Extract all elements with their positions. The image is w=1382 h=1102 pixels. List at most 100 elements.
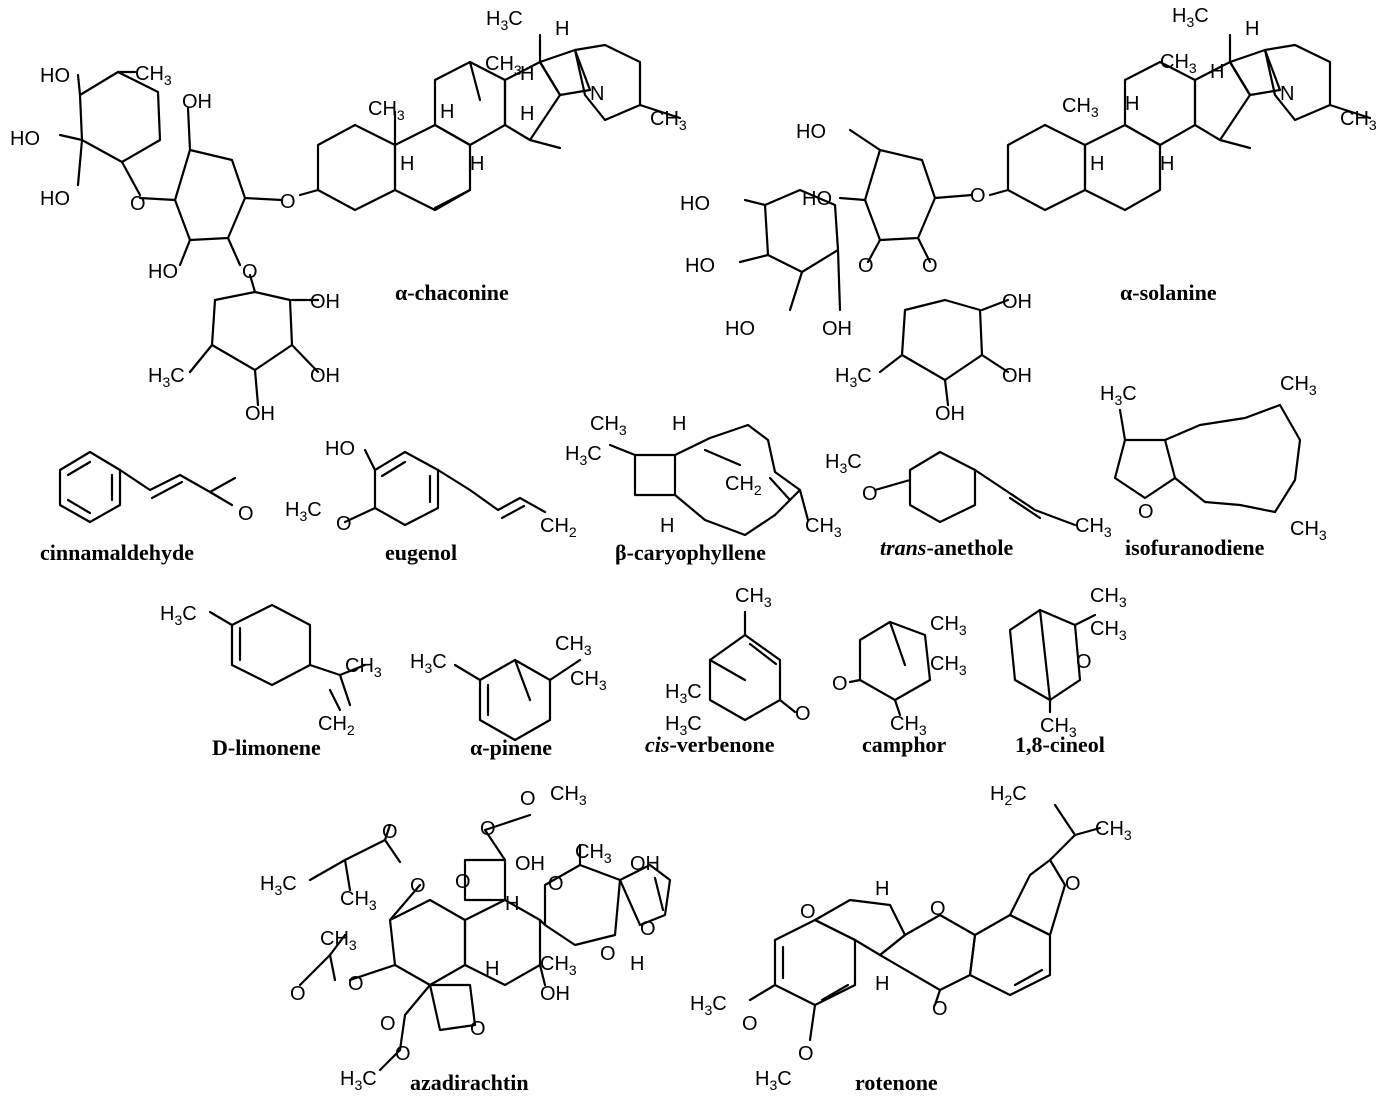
atom-label: O [410, 875, 426, 897]
atom-label: CH3 [555, 633, 592, 658]
atom-label: H3C [835, 365, 872, 390]
structure-chaconine: HO CH3 HO HO O OH HO O O OH OH OH H3C CH… [10, 8, 687, 425]
atom-label: O [798, 1043, 814, 1065]
atom-label: O [548, 873, 564, 895]
atom-label: CH3 [540, 953, 577, 978]
atom-label: H [660, 515, 674, 537]
atom-label: HO [10, 128, 40, 150]
structure-cinnamaldehyde: O [58, 450, 254, 525]
atom-label: CH3 [805, 515, 842, 540]
atom-label: H [1210, 61, 1224, 83]
atom-label: O [242, 261, 258, 283]
atom-label: N [1280, 83, 1294, 105]
atom-label: H [875, 878, 889, 900]
atom-label: CH3 [1340, 108, 1377, 133]
atom-label: O [290, 983, 306, 1005]
atom-label: O [238, 503, 254, 525]
structure-anethole: H3C O CH3 [825, 450, 1112, 540]
atom-label: CH3 [1290, 518, 1327, 543]
atom-label: CH3 [735, 585, 772, 610]
atom-label: O [858, 255, 874, 277]
atom-label: OH [182, 91, 212, 113]
atom-label: HO [680, 193, 710, 215]
atom-label: OH [540, 983, 570, 1005]
structure-camphor: O CH3 CH3 CH3 [832, 613, 967, 738]
atom-label: H3C [565, 443, 602, 468]
atom-label: OH [310, 291, 340, 313]
atom-label: CH3 [570, 668, 607, 693]
atom-label: O [930, 898, 946, 920]
caption-caryophyllene: β-caryophyllene [615, 540, 766, 565]
atom-label: O [280, 191, 296, 213]
atom-label: H3C [160, 603, 197, 628]
atom-label: HO [40, 188, 70, 210]
caption-isofuranodiene: isofuranodiene [1125, 535, 1265, 560]
atom-label: H3C [486, 8, 523, 33]
atom-label: N [590, 83, 604, 105]
atom-label: H3C [340, 1068, 377, 1093]
atom-label: H [470, 153, 484, 175]
atom-label: OH [1002, 291, 1032, 313]
atom-label: CH3 [575, 841, 612, 866]
atom-label: H3C [148, 365, 185, 390]
atom-label: O [480, 818, 496, 840]
atom-label: CH3 [485, 53, 522, 78]
atom-label: CH3 [1090, 585, 1127, 610]
atom-label: H [440, 101, 454, 123]
atom-label: H3C [410, 651, 447, 676]
atom-label: H [400, 153, 414, 175]
atom-label: CH2 [318, 713, 355, 738]
caption-solanine: α-solanine [1120, 280, 1217, 305]
structure-pinene: H3C CH3 CH3 [410, 633, 607, 742]
atom-label: H [1090, 153, 1104, 175]
structure-limonene: H3C CH3 CH2 [160, 603, 382, 738]
atom-label: O [742, 1013, 758, 1035]
caption-limonene: D-limonene [212, 735, 321, 760]
caption-azadirachtin: azadirachtin [410, 1070, 529, 1095]
atom-label: HO [796, 121, 826, 143]
atom-label: H3C [1100, 383, 1137, 408]
atom-label: H [1160, 153, 1174, 175]
atom-label: CH3 [1090, 618, 1127, 643]
atom-label: O [380, 1013, 396, 1035]
atom-label: CH3 [1280, 373, 1317, 398]
atom-label: CH2 [725, 473, 762, 498]
caption-verbenone: cis-verbenone [645, 732, 775, 757]
atom-label: O [382, 821, 398, 843]
atom-label: HO [40, 65, 70, 87]
atom-label: OH [310, 365, 340, 387]
atom-label: CH3 [650, 108, 687, 133]
atom-label: O [970, 185, 986, 207]
atom-label: CH3 [930, 653, 967, 678]
atom-label: O [640, 918, 656, 940]
atom-label: O [1065, 873, 1081, 895]
atom-label: CH3 [1095, 818, 1132, 843]
atom-label: OH [245, 403, 275, 425]
atom-label: O [336, 513, 352, 535]
atom-label: O [130, 193, 146, 215]
atom-label: CH2 [540, 515, 577, 540]
atom-label: HO [325, 438, 355, 460]
structure-cineol: CH3 CH3 O CH3 [1008, 585, 1127, 740]
structure-verbenone: CH3 H3C H3C O [665, 585, 811, 738]
atom-label: HO [148, 261, 178, 283]
atom-label: OH [630, 853, 660, 875]
atom-label: H [555, 18, 569, 40]
atom-label: H [485, 958, 499, 980]
atom-label: O [520, 788, 536, 810]
atom-label: CH3 [1160, 51, 1197, 76]
atom-label: H [505, 893, 519, 915]
atom-label: CH3 [345, 655, 382, 680]
atom-label: H3C [665, 713, 702, 738]
atom-label: H [1245, 18, 1259, 40]
caption-pinene: α-pinene [470, 735, 552, 760]
atom-label: H3C [665, 681, 702, 706]
atom-label: HO [685, 255, 715, 277]
caption-cineol: 1,8-cineol [1015, 732, 1105, 757]
structure-azadirachtin: H3C CH3 O O CH3 O O O O H3C O O O O CH3 … [260, 783, 672, 1093]
compound-captions: α-chaconine α-solanine cinnamaldehyde eu… [40, 280, 1265, 1095]
structure-eugenol: HO H3C O CH2 [285, 438, 577, 540]
atom-label: CH3 [930, 613, 967, 638]
